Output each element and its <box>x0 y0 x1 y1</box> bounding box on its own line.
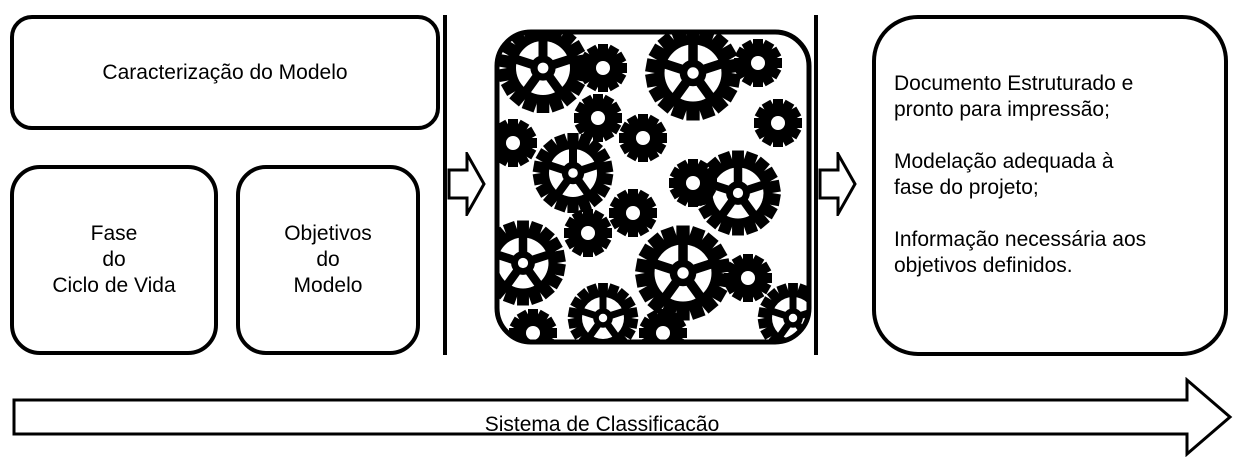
gears-icon <box>494 29 812 345</box>
fase-ciclo-vida-box: Fase do Ciclo de Vida <box>10 165 218 355</box>
output-item: Informação necessária aos objetivos defi… <box>894 227 1224 279</box>
right-arrow-icon <box>447 152 486 216</box>
left-separator-line <box>443 15 447 355</box>
right-arrow-icon <box>818 152 857 216</box>
output-item: Modelação adequada à fase do projeto; <box>894 149 1224 201</box>
classification-arrow-icon <box>12 377 1233 457</box>
fase-line-1: Fase <box>90 222 138 245</box>
outputs-box: Documento Estruturado e pronto para impr… <box>872 15 1228 356</box>
output-2-line-1: Modelação adequada à <box>894 150 1114 173</box>
output-2-line-2: fase do projeto; <box>894 176 1039 199</box>
objetivos-modelo-box: Objetivos do Modelo <box>236 165 420 355</box>
output-1-line-1: Documento Estruturado e <box>894 72 1134 95</box>
fase-line-3: Ciclo de Vida <box>52 274 176 297</box>
classification-label: Sistema de Classificacão <box>484 413 720 436</box>
output-3-line-2: objetivos definidos. <box>894 254 1073 277</box>
objetivos-line-1: Objetivos <box>284 222 372 245</box>
objetivos-modelo-label: Objetivos do Modelo <box>284 221 372 299</box>
fase-line-2: do <box>102 248 126 271</box>
caracterizacao-modelo-label: Caracterização do Modelo <box>102 60 348 84</box>
caracterizacao-modelo-box: Caracterização do Modelo <box>10 15 440 130</box>
output-1-line-2: pronto para impressão; <box>894 98 1110 121</box>
output-item: Documento Estruturado e pronto para impr… <box>894 71 1224 123</box>
output-3-line-1: Informação necessária aos <box>894 228 1147 251</box>
fase-ciclo-vida-label: Fase do Ciclo de Vida <box>52 221 175 299</box>
right-separator-line <box>814 15 818 355</box>
objetivos-line-2: do <box>316 248 340 271</box>
objetivos-line-3: Modelo <box>293 274 363 297</box>
